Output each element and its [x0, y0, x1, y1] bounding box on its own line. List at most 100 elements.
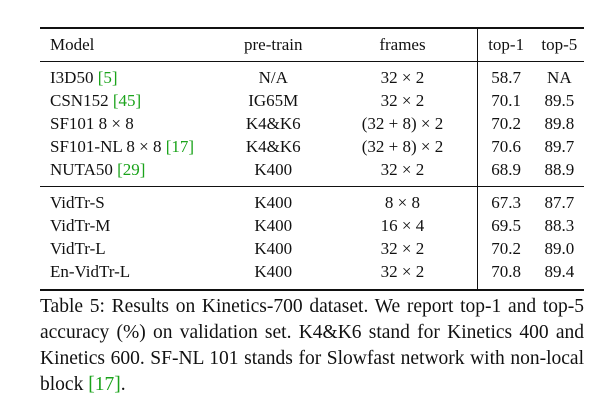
- cell-pretrain-text: IG65M: [248, 91, 299, 110]
- cell-top1-text: 70.8: [491, 262, 522, 281]
- cell-top1-text: 69.5: [491, 216, 522, 235]
- cell-frames-text: 16 × 4: [380, 216, 425, 235]
- table-row: VidTr-M K400 16 × 4 69.5 88.3: [40, 214, 584, 237]
- cell-top1-text: 70.1: [491, 91, 522, 110]
- cell-top1-text: 70.2: [491, 239, 522, 258]
- citation-link[interactable]: [5]: [97, 68, 118, 87]
- cell-pretrain-text: K400: [254, 239, 293, 258]
- cell-pretrain: K400: [218, 214, 328, 237]
- citation-link[interactable]: [29]: [117, 160, 146, 179]
- cell-top1-text: 68.9: [491, 160, 522, 179]
- cell-frames-text: 32 × 2: [380, 160, 425, 179]
- cell-model-text: SF101 8 × 8: [50, 114, 134, 133]
- cell-top5: 89.5: [535, 89, 584, 112]
- cell-top1-text: 70.2: [491, 114, 522, 133]
- cell-pretrain-text: K400: [254, 216, 293, 235]
- cell-top1: 67.3: [476, 186, 535, 214]
- cell-top5: 89.7: [535, 135, 584, 158]
- cell-top5-text: 89.8: [544, 114, 575, 133]
- table-row: I3D50 [5] N/A 32 × 2 58.7 NA: [40, 61, 584, 90]
- cell-top5: 87.7: [535, 187, 584, 215]
- cell-model: CSN152 [45]: [40, 89, 218, 112]
- cell-top5: NA: [535, 62, 584, 90]
- cell-top1: 70.6: [476, 135, 535, 158]
- citation-link[interactable]: [17]: [165, 137, 195, 156]
- cell-top5-text: NA: [547, 68, 572, 87]
- cell-model: VidTr-L: [40, 237, 218, 260]
- cell-pretrain: N/A: [218, 62, 328, 90]
- cell-pretrain: K400: [218, 158, 328, 187]
- cell-model: En-VidTr-L: [40, 260, 218, 290]
- cell-model-text: SF101-NL 8 × 8: [50, 137, 166, 156]
- cell-pretrain-text: K400: [254, 262, 293, 281]
- cell-pretrain-text: K400: [254, 160, 293, 179]
- cell-frames: (32 + 8) × 2: [328, 112, 477, 135]
- cell-model-text: I3D50: [50, 68, 98, 87]
- cell-model-text: En-VidTr-L: [50, 262, 131, 281]
- cell-frames: 32 × 2: [328, 158, 477, 187]
- cell-frames: 16 × 4: [328, 214, 477, 237]
- cell-pretrain: K4&K6: [218, 135, 328, 158]
- cell-frames: 32 × 2: [328, 62, 477, 90]
- cell-frames: 32 × 2: [328, 89, 477, 112]
- cell-frames-text: 32 × 2: [380, 91, 425, 110]
- cell-pretrain-text: K4&K6: [245, 114, 301, 133]
- cell-top1: 69.5: [476, 214, 535, 237]
- cell-model: NUTA50 [29]: [40, 158, 218, 187]
- table-row: CSN152 [45] IG65M 32 × 2 70.1 89.5: [40, 89, 584, 112]
- cell-pretrain-text: N/A: [258, 68, 288, 87]
- cell-top5: 89.0: [535, 237, 584, 260]
- cell-model-text: NUTA50: [50, 160, 118, 179]
- cell-pretrain-text: K400: [254, 193, 293, 212]
- cell-frames-text: (32 + 8) × 2: [361, 137, 444, 156]
- cell-pretrain-text: K4&K6: [245, 137, 301, 156]
- cell-top5: 88.9: [535, 158, 584, 187]
- cell-pretrain: K4&K6: [218, 112, 328, 135]
- header-top5: top-5: [541, 35, 578, 54]
- cell-top1: 58.7: [476, 61, 535, 89]
- table-row: SF101 8 × 8 K4&K6 (32 + 8) × 2 70.2 89.8: [40, 112, 584, 135]
- cell-model-text: CSN152: [50, 91, 113, 110]
- cell-frames-text: 32 × 2: [380, 262, 425, 281]
- header-model: Model: [50, 35, 95, 54]
- header-frames: frames: [379, 35, 426, 54]
- cell-top1: 68.9: [476, 158, 535, 187]
- cell-top5-text: 89.0: [544, 239, 575, 258]
- cell-model: VidTr-S: [40, 187, 218, 215]
- caption-citation[interactable]: [17]: [88, 374, 121, 395]
- cell-frames-text: 32 × 2: [380, 239, 425, 258]
- table-caption: Table 5: Results on Kinetics-700 dataset…: [40, 294, 584, 398]
- caption-text: Table 5: Results on Kinetics-700 dataset…: [40, 296, 584, 395]
- table-row: NUTA50 [29] K400 32 × 2 68.9 88.9: [40, 158, 584, 187]
- citation-link[interactable]: [45]: [112, 91, 142, 110]
- cell-pretrain: K400: [218, 237, 328, 260]
- results-table-container: Model pre-train frames top-1 top-5 I3D50…: [40, 27, 584, 291]
- cell-model-text: VidTr-L: [50, 239, 106, 258]
- header-pretrain: pre-train: [244, 35, 303, 54]
- cell-top1: 70.2: [476, 237, 535, 260]
- caption-end: .: [120, 374, 126, 395]
- cell-top5-text: 88.3: [544, 216, 575, 235]
- table-group-baselines: I3D50 [5] N/A 32 × 2 58.7 NA CSN152 [45] IG65M…: [40, 61, 584, 187]
- cell-model: SF101 8 × 8: [40, 112, 218, 135]
- cell-frames-text: (32 + 8) × 2: [361, 114, 444, 133]
- cell-model-text: VidTr-S: [50, 193, 105, 212]
- cell-model: VidTr-M: [40, 214, 218, 237]
- cell-top5: 89.8: [535, 112, 584, 135]
- cell-frames: 32 × 2: [328, 237, 477, 260]
- cell-frames-text: 8 × 8: [384, 193, 420, 212]
- cell-top1: 70.8: [476, 260, 535, 290]
- cell-frames: 8 × 8: [328, 187, 477, 215]
- cell-top1: 70.1: [476, 89, 535, 112]
- cell-top5-text: 89.5: [544, 91, 575, 110]
- cell-frames: 32 × 2: [328, 260, 477, 290]
- cell-top5-text: 88.9: [544, 160, 575, 179]
- results-table: Model pre-train frames top-1 top-5 I3D50…: [40, 27, 584, 291]
- cell-top5-text: 89.7: [544, 137, 575, 156]
- cell-top5: 88.3: [535, 214, 584, 237]
- cell-pretrain: K400: [218, 187, 328, 215]
- cell-top1-text: 58.7: [491, 68, 522, 87]
- cell-model: I3D50 [5]: [40, 62, 218, 90]
